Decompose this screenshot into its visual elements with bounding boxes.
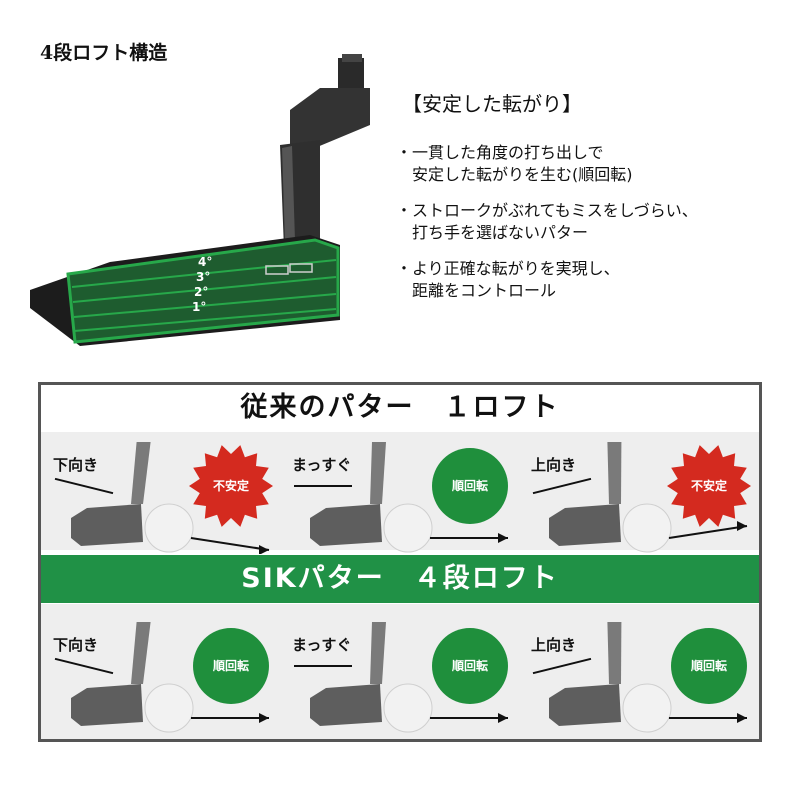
putter-head-illustration bbox=[30, 54, 370, 346]
trajectory-arrowhead bbox=[259, 545, 269, 554]
stroke-illustration: 不安定 bbox=[54, 442, 273, 554]
stroke-label: まっすぐ bbox=[292, 636, 352, 654]
putter-shaft bbox=[607, 622, 622, 684]
comparison-cell: まっすぐ順回転 bbox=[280, 432, 519, 554]
feature-line: 距離をコントロール bbox=[412, 281, 557, 300]
badge-text: 順回転 bbox=[451, 478, 488, 493]
putter-shaft bbox=[131, 442, 151, 504]
stroke-illustration: 順回転 bbox=[294, 442, 508, 553]
feature-line: 打ち手を選ばないパター bbox=[412, 223, 589, 242]
golf-ball bbox=[144, 503, 194, 553]
bullet: ・ bbox=[396, 143, 413, 162]
sik-row: 下向き順回転まっすぐ順回転上向き順回転 bbox=[41, 604, 759, 739]
stroke-label: 上向き bbox=[531, 456, 577, 474]
bullet: ・ bbox=[396, 201, 413, 220]
feature-heading: 【安定した転がり】 bbox=[402, 92, 582, 116]
putter-head bbox=[310, 684, 382, 726]
stroke-label: 下向き bbox=[53, 456, 99, 474]
trajectory-arrowhead bbox=[259, 713, 269, 723]
trajectory-arrowhead bbox=[737, 521, 747, 531]
badge-text: 順回転 bbox=[212, 658, 249, 673]
badge-text: 不安定 bbox=[213, 478, 249, 493]
loft-4: 4° bbox=[198, 255, 213, 269]
golf-ball bbox=[622, 503, 672, 553]
putter-shaft bbox=[607, 442, 622, 504]
conventional-title: 従来のパター １ロフト bbox=[240, 392, 560, 423]
putter-head bbox=[71, 504, 143, 546]
stroke-arrow bbox=[532, 657, 592, 675]
golf-ball bbox=[622, 683, 672, 733]
feature-line: 安定した転がりを生む(順回転) bbox=[412, 165, 633, 184]
putter-head bbox=[549, 684, 621, 726]
putter-head bbox=[310, 504, 382, 546]
badge-text: 順回転 bbox=[451, 658, 488, 673]
putter-head bbox=[71, 684, 143, 726]
comparison-cell: 下向き不安定 bbox=[41, 432, 280, 554]
loft-3: 3° bbox=[196, 270, 211, 284]
golf-ball bbox=[383, 683, 433, 733]
stroke-illustration: 順回転 bbox=[532, 622, 747, 733]
badge-text: 不安定 bbox=[691, 478, 727, 493]
loft-2: 2° bbox=[194, 285, 209, 299]
bullet: ・ bbox=[396, 259, 413, 278]
sik-banner: SIKパター ４段ロフト bbox=[41, 555, 759, 603]
golf-ball bbox=[383, 503, 433, 553]
trajectory-arrowhead bbox=[498, 713, 508, 723]
forward-spin-circle-badge bbox=[432, 628, 508, 704]
stroke-illustration: 順回転 bbox=[294, 622, 508, 733]
putter-head bbox=[549, 504, 621, 546]
badge-text: 順回転 bbox=[690, 658, 727, 673]
stroke-arrow bbox=[54, 657, 114, 675]
trajectory-arrowhead bbox=[737, 713, 747, 723]
forward-spin-circle-badge bbox=[193, 628, 269, 704]
stroke-arrow bbox=[532, 477, 592, 495]
forward-spin-circle-badge bbox=[432, 448, 508, 524]
putter-shaft bbox=[131, 622, 151, 684]
stroke-label: 下向き bbox=[53, 636, 99, 654]
putter-shaft bbox=[370, 442, 386, 504]
loft-markings: 4° 3° 2° 1° bbox=[190, 255, 212, 315]
feature-item: ・より正確な転がりを実現し、 距離をコントロール bbox=[396, 258, 786, 302]
feature-line: 一貫した角度の打ち出しで bbox=[412, 143, 604, 162]
feature-line: ストロークがぶれてもミスをしづらい、 bbox=[412, 201, 698, 220]
stroke-arrow bbox=[54, 477, 114, 495]
loft-1: 1° bbox=[192, 300, 207, 314]
forward-spin-circle-badge bbox=[671, 628, 747, 704]
feature-list: ・一貫した角度の打ち出しで 安定した転がりを生む(順回転) ・ストロークがぶれて… bbox=[396, 142, 786, 316]
conventional-row: 下向き不安定まっすぐ順回転上向き不安定 bbox=[41, 432, 759, 554]
feature-item: ・ストロークがぶれてもミスをしづらい、 打ち手を選ばないパター bbox=[396, 200, 786, 244]
feature-line: より正確な転がりを実現し、 bbox=[412, 259, 620, 278]
stroke-illustration: 順回転 bbox=[54, 622, 269, 733]
page-title: 4段ロフト構造 bbox=[40, 42, 168, 64]
golf-ball bbox=[144, 683, 194, 733]
comparison-cell: 下向き順回転 bbox=[41, 604, 280, 739]
unstable-burst-badge bbox=[189, 445, 273, 527]
stroke-label: 上向き bbox=[531, 636, 577, 654]
comparison-cell: まっすぐ順回転 bbox=[280, 604, 519, 739]
putter-shaft bbox=[370, 622, 386, 684]
trajectory-arrow bbox=[190, 537, 270, 551]
trajectory-arrowhead bbox=[498, 533, 508, 543]
comparison-cell: 上向き不安定 bbox=[519, 432, 758, 554]
comparison-cell: 上向き順回転 bbox=[519, 604, 758, 739]
unstable-burst-badge bbox=[667, 445, 751, 527]
trajectory-arrow bbox=[668, 525, 748, 539]
feature-item: ・一貫した角度の打ち出しで 安定した転がりを生む(順回転) bbox=[396, 142, 786, 186]
stroke-illustration: 不安定 bbox=[532, 442, 751, 553]
stroke-label: まっすぐ bbox=[292, 456, 352, 474]
